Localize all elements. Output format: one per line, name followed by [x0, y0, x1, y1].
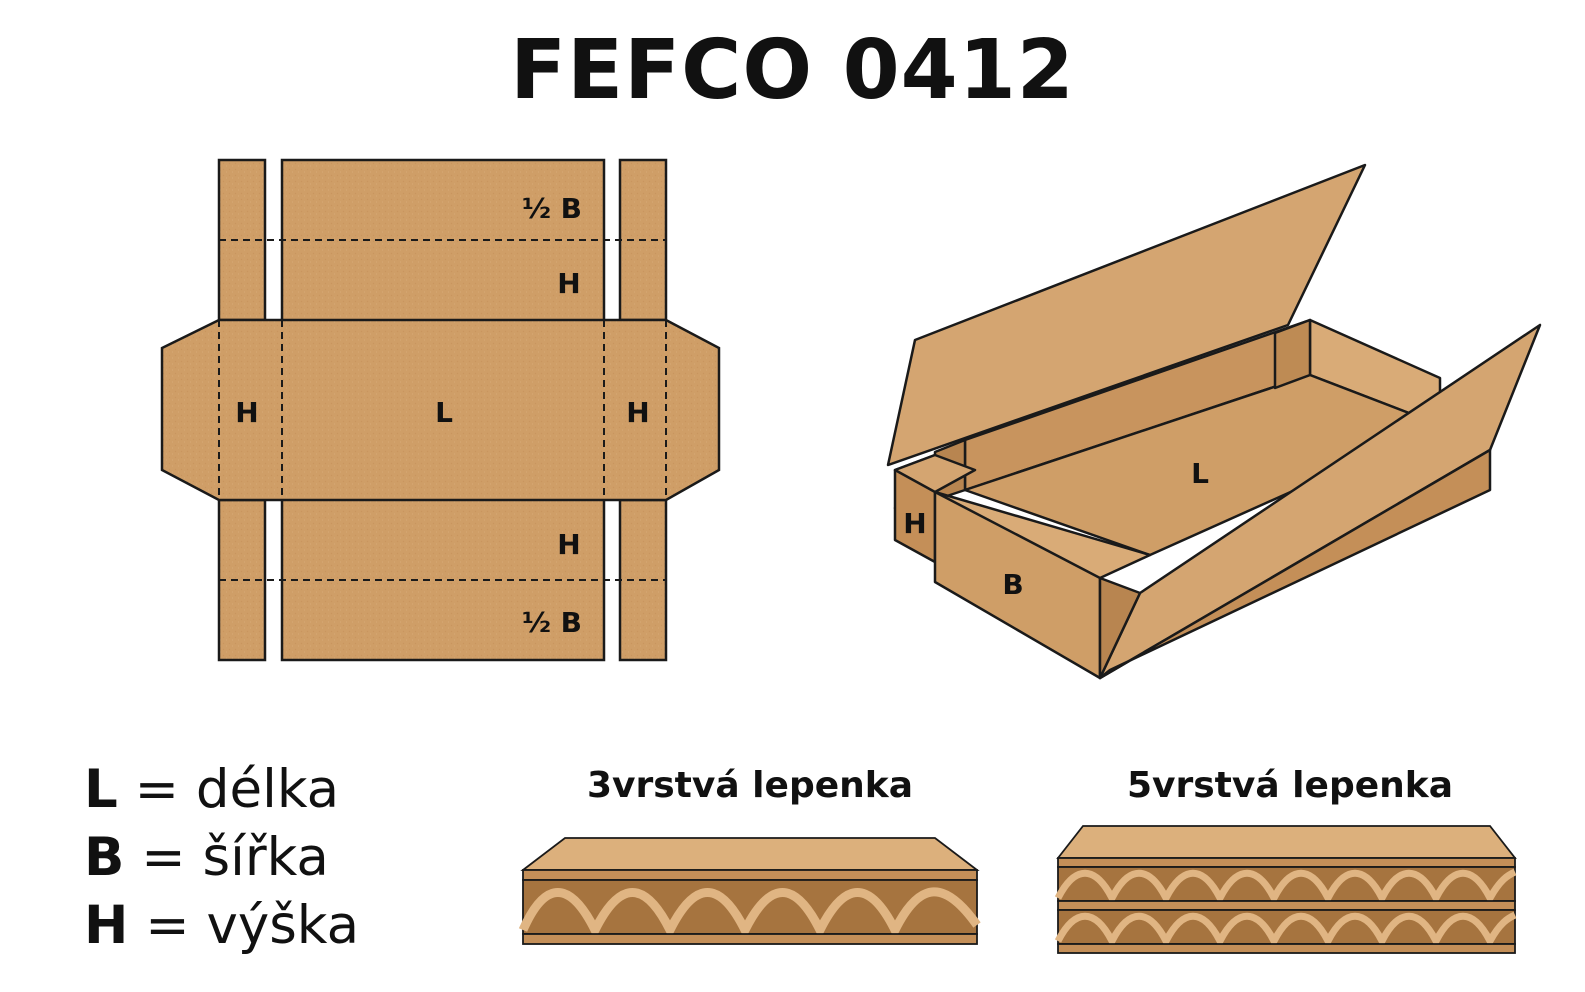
legend-sep: =: [128, 895, 207, 956]
legend-meaning: délka: [195, 759, 340, 820]
legend-row-l: L = délka: [84, 756, 359, 824]
box-end-top: [893, 453, 977, 494]
net-label-h-top: H: [557, 267, 580, 300]
net-label-h-left: H: [235, 396, 258, 429]
net-label-half-b-top: ½ B: [522, 192, 582, 225]
corrugated-3-layer: [518, 837, 981, 945]
page-title: FEFCO 0412: [510, 23, 1075, 118]
box-label-h: H: [903, 507, 926, 540]
box-3d-labels: H B L: [903, 457, 1209, 601]
net-label-l: L: [435, 396, 453, 429]
legend-symbol: B: [84, 827, 125, 888]
net-label-h-right: H: [626, 396, 649, 429]
sample-title-5-layer: 5vrstvá lepenka: [1126, 765, 1453, 806]
legend: L = délka B = šířka H = výška: [84, 756, 359, 960]
box-3d: [886, 163, 1542, 680]
box-label-l: L: [1191, 457, 1209, 490]
legend-symbol: H: [84, 895, 129, 956]
box-front-lid-side: [1098, 576, 1142, 680]
box-label-b: B: [1002, 568, 1023, 601]
legend-symbol: L: [84, 759, 118, 820]
legend-meaning: šířka: [202, 827, 329, 888]
legend-meaning: výška: [206, 895, 360, 956]
legend-row-b: B = šířka: [84, 824, 359, 892]
corrugated-5-layer: [1054, 825, 1517, 954]
legend-sep: =: [117, 759, 196, 820]
sample-title-3-layer: 3vrstvá lepenka: [586, 765, 913, 806]
net-labels: ½ B H H L H H ½ B: [235, 192, 649, 639]
net-fold-lines: [218, 239, 667, 581]
box-right-wall: [1098, 448, 1492, 680]
legend-row-h: H = výška: [84, 892, 359, 960]
box-corner-post: [1273, 318, 1312, 390]
box-net: [160, 158, 721, 662]
net-label-h-bottom: H: [557, 528, 580, 561]
legend-sep: =: [124, 827, 203, 888]
net-label-half-b-bottom: ½ B: [522, 606, 582, 639]
box-back-lid: [886, 163, 1367, 467]
